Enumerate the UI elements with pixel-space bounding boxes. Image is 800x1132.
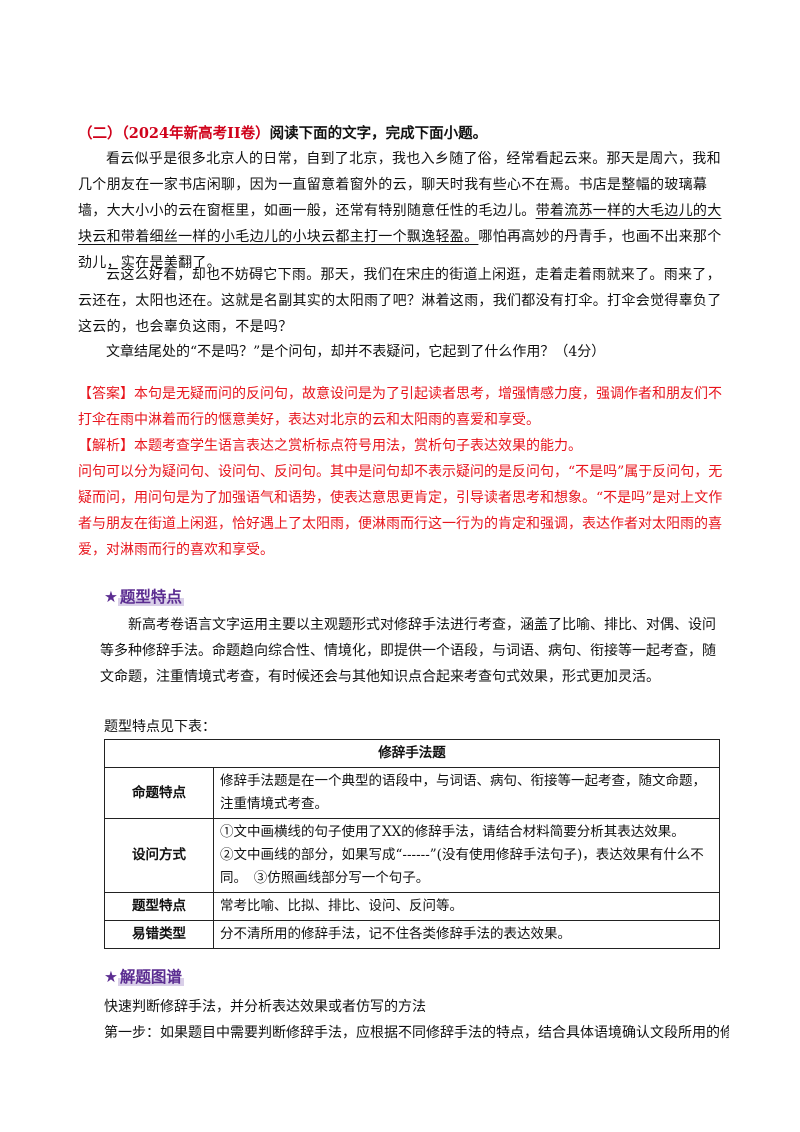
- analysis-line-1: 本题考查学生语言表达之赏析标点符号用法，赏析句子表达效果的能力。: [134, 438, 582, 454]
- analysis-body: 问句可以分为疑问句、设问句、反问句。其中是问句却不表示疑问的是反问句，“不是吗”…: [78, 464, 723, 558]
- passage-text: 看云似乎是很多北京人的日常，自到了北京，我也入乡随了俗，经常看起云来。那天是周六…: [78, 151, 721, 219]
- question-prompt: 文章结尾处的“不是吗？”是个问句，却并不表疑问，它起到了什么作用？（4分）: [78, 339, 723, 365]
- answer-block: 【答案】本句是无疑而问的反问句，故意设问是为了引起读者思考，增强情感力度，强调作…: [78, 381, 723, 433]
- section-title-text: 题型特点: [117, 588, 184, 606]
- underlined-sentence: 带着流苏一样的大毛边儿的大块云和带着细丝一样的小毛边儿的小块云都主打一个飘逸轻盈…: [78, 203, 722, 245]
- features-table: 修辞手法题 命题特点 修辞手法题是在一个典型的语段中，与词语、病句、衔接等一起考…: [104, 739, 720, 949]
- row-cell: ①文中画横线的句子使用了XX的修辞手法，请结合材料简要分析其表达效果。 ②文中画…: [213, 818, 720, 893]
- row-text: 分不清所用的修辞手法，记不住各类修辞手法的表达效果。: [213, 920, 720, 949]
- passage-paragraph-1: 看云似乎是很多北京人的日常，自到了北京，我也入乡随了俗，经常看起云来。那天是周六…: [78, 146, 723, 276]
- section-body-text: 新高考卷语言文字运用主要以主观题形式对修辞手法进行考查，涵盖了比喻、排比、对偶、…: [100, 617, 716, 685]
- question-source-label: （二）（2024年新高考II卷）: [78, 125, 270, 142]
- method-line: 快速判断修辞手法，并分析表达效果或者仿写的方法: [104, 999, 426, 1015]
- table-row: 易错类型 分不清所用的修辞手法，记不住各类修辞手法的表达效果。: [104, 920, 720, 949]
- star-icon: ★: [104, 588, 118, 606]
- row-label: 题型特点: [104, 892, 214, 921]
- answer-label: 【答案】: [78, 386, 134, 402]
- row-label: 设问方式: [104, 818, 214, 893]
- row-text: ②文中画线的部分，如果写成“------”(没有使用修辞手法句子)，表达效果有什…: [220, 847, 704, 886]
- method-line: 第一步：如果题目中需要判断修辞手法，应根据不同修辞手法的特点，结合具体语境确认文…: [104, 1025, 729, 1041]
- table-header-row: 修辞手法题: [104, 739, 720, 768]
- question-heading: （二）（2024年新高考II卷）阅读下面的文字，完成下面小题。: [78, 121, 723, 147]
- passage-paragraph-2: 云这么好看，却也不妨碍它下雨。那天，我们在宋庄的街道上闲逛，走着走着雨就来了。雨…: [78, 262, 723, 340]
- section-title-features: ★题型特点: [104, 585, 184, 607]
- answer-text: 本句是无疑而问的反问句，故意设问是为了引起读者思考，增强情感力度，强调作者和朋友…: [78, 386, 722, 428]
- table-intro-text: 题型特点见下表：: [104, 719, 216, 735]
- table-row: 题型特点 常考比喻、比拟、排比、设问、反问等。: [104, 892, 720, 921]
- section-title-method: ★解题图谱: [104, 965, 184, 987]
- section-body: 新高考卷语言文字运用主要以主观题形式对修辞手法进行考查，涵盖了比喻、排比、对偶、…: [100, 612, 725, 690]
- row-label: 易错类型: [104, 920, 214, 949]
- question-instruction: 阅读下面的文字，完成下面小题。: [269, 125, 488, 142]
- row-text: ①文中画横线的句子使用了XX的修辞手法，请结合材料简要分析其表达效果。: [220, 824, 685, 840]
- prompt-text: 文章结尾处的“不是吗？”是个问句，却并不表疑问，它起到了什么作用？（4分）: [106, 344, 606, 360]
- method-intro: 快速判断修辞手法，并分析表达效果或者仿写的方法: [104, 994, 729, 1020]
- star-icon: ★: [104, 968, 118, 986]
- table-intro: 题型特点见下表：: [104, 714, 749, 740]
- analysis-block: 【解析】本题考查学生语言表达之赏析标点符号用法，赏析句子表达效果的能力。 问句可…: [78, 433, 723, 563]
- row-text: 常考比喻、比拟、排比、设问、反问等。: [213, 892, 720, 921]
- table-header: 修辞手法题: [104, 739, 720, 768]
- passage-text: 哪怕再高妙的丹青手，也画不出来那个劲儿，实在是美翻了。: [78, 229, 722, 271]
- method-step-1: 第一步：如果题目中需要判断修辞手法，应根据不同修辞手法的特点，结合具体语境确认文…: [104, 1020, 729, 1046]
- analysis-label: 【解析】: [78, 438, 134, 454]
- row-text: 修辞手法题是在一个典型的语段中，与词语、病句、衔接等一起考查，随文命题，注重情境…: [213, 767, 720, 819]
- table-row: 命题特点 修辞手法题是在一个典型的语段中，与词语、病句、衔接等一起考查，随文命题…: [104, 767, 720, 819]
- passage-text: 云这么好看，却也不妨碍它下雨。那天，我们在宋庄的街道上闲逛，走着走着雨就来了。雨…: [78, 267, 722, 335]
- table-row: 设问方式 ①文中画横线的句子使用了XX的修辞手法，请结合材料简要分析其表达效果。…: [104, 818, 720, 893]
- row-label: 命题特点: [104, 767, 214, 819]
- section-title-text: 解题图谱: [117, 968, 184, 986]
